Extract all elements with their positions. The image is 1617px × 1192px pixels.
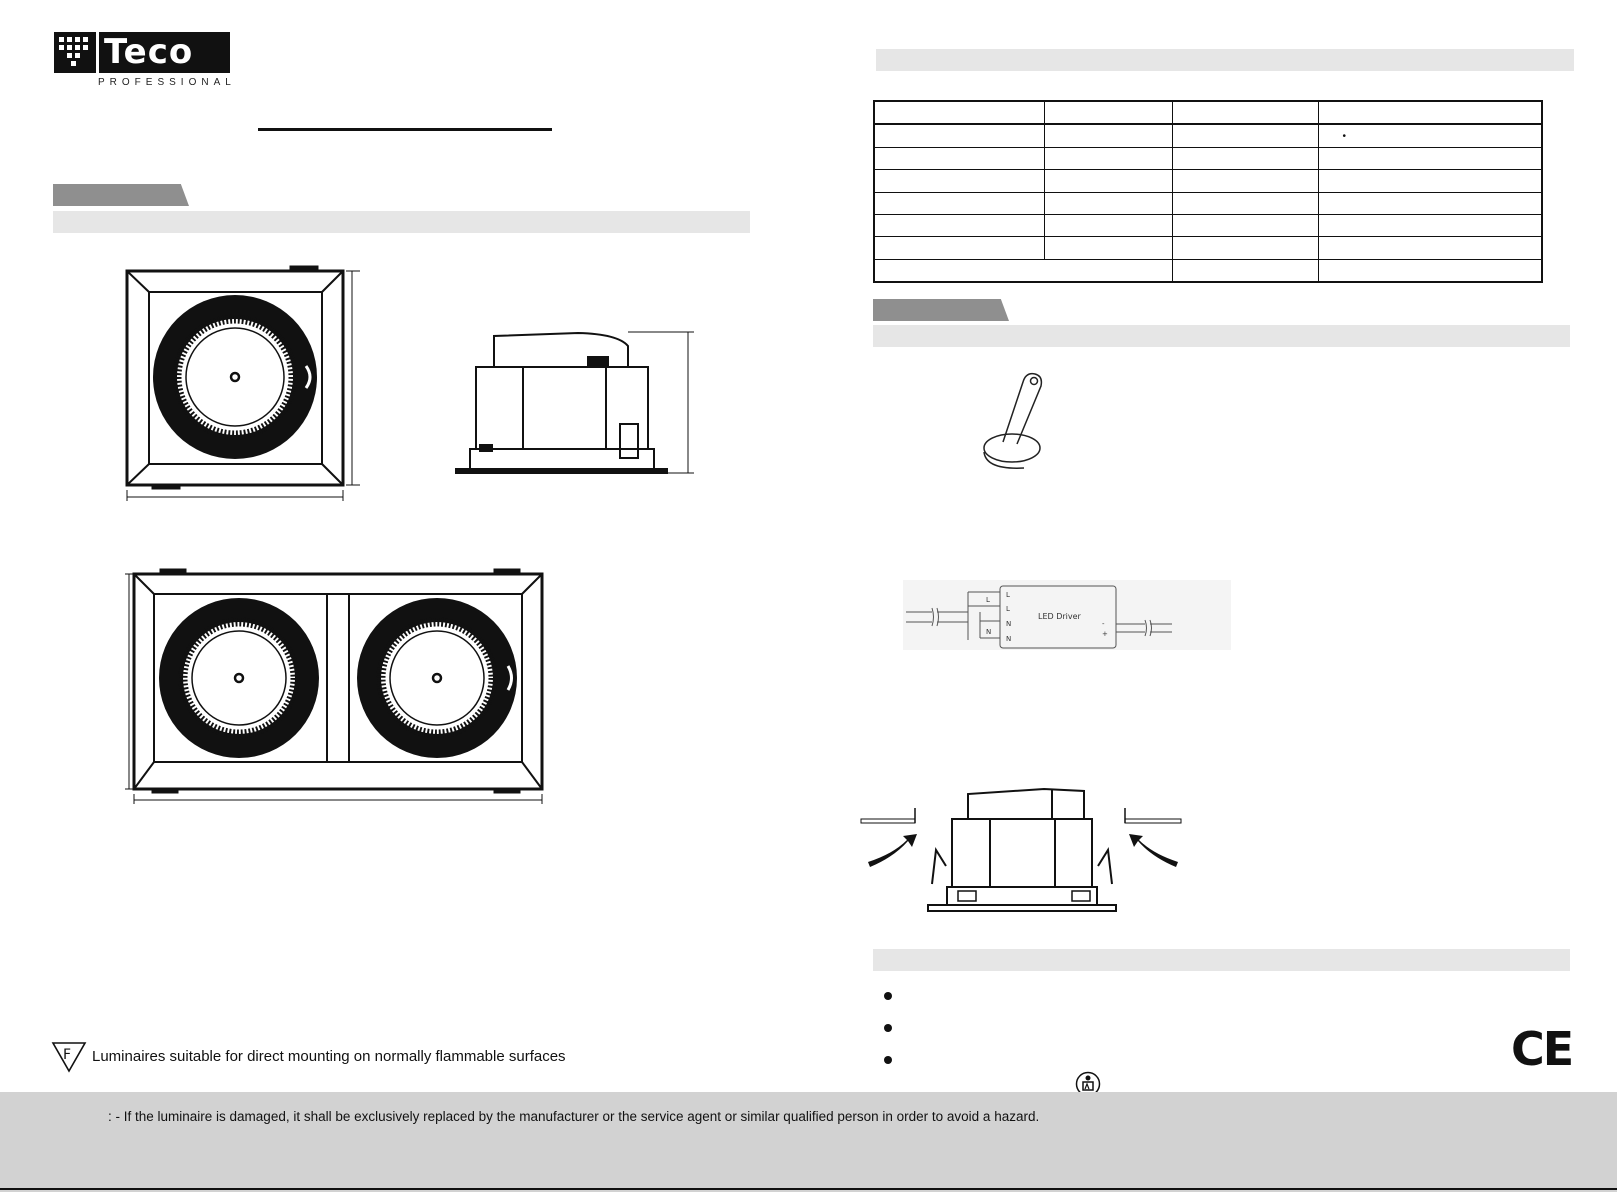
title-underline: [258, 128, 552, 131]
table-row: [873, 146, 1543, 171]
wiring-in-l: L: [986, 596, 990, 604]
logo-tagline: PROFESSIONAL: [98, 77, 236, 88]
bullet-1: [884, 992, 892, 1000]
trained-person-icon: [1075, 1071, 1101, 1097]
wiring-term-3: N: [1006, 620, 1011, 628]
f-mark-triangle-icon: F: [51, 1042, 87, 1073]
table-row: [873, 236, 1543, 260]
section-band-dimensions: [53, 211, 750, 233]
wiring-term-1: L: [1006, 591, 1010, 599]
table-row: •: [873, 123, 1543, 148]
wiring-term-2: L: [1006, 605, 1010, 613]
section-tab-installation: [873, 299, 1009, 321]
wiring-in-n: N: [986, 628, 991, 636]
spanner-tool-icon: [983, 372, 1043, 469]
logo-dot-grid-icon: [59, 37, 88, 66]
twin-lamp-front-drawing: [125, 568, 544, 804]
flammable-surface-note: Luminaires suitable for direct mounting …: [92, 1048, 566, 1065]
logo-wordmark: Teco: [104, 32, 194, 72]
wiring-out-minus: -: [1102, 620, 1105, 628]
wiring-term-4: N: [1006, 635, 1011, 643]
brand-logo: Teco PROFESSIONAL: [54, 32, 236, 92]
ceiling-installation-drawing: [860, 787, 1182, 912]
section-band-notes: [873, 949, 1570, 971]
flame-symbol-letter: F: [63, 1047, 71, 1063]
table-row: [873, 258, 1543, 283]
bullet-2: [884, 1024, 892, 1032]
section-band-installation: [873, 325, 1570, 347]
logo-badge: Teco: [54, 32, 230, 73]
ce-mark-icon: CE: [1511, 1022, 1574, 1076]
wiring-diagram: L N L L N N LED Driver - +: [903, 580, 1231, 650]
wiring-driver-label: LED Driver: [1038, 612, 1082, 621]
table-row: [873, 191, 1543, 215]
wiring-out-plus: +: [1102, 630, 1108, 638]
bullet-3: [884, 1056, 892, 1064]
footer-rule: [0, 1188, 1617, 1190]
warning-footer: [0, 1092, 1617, 1192]
spec-table: •: [873, 100, 1543, 283]
lamp-side-view-drawing: [455, 331, 694, 474]
table-row: [873, 169, 1543, 193]
single-lamp-front-drawing: [125, 265, 360, 501]
warning-text: : - If the luminaire is damaged, it shal…: [108, 1109, 1040, 1124]
section-band-specifications: [876, 49, 1574, 71]
table-row: [873, 100, 1543, 126]
section-tab-dimensions: [53, 184, 189, 206]
table-row: [873, 213, 1543, 238]
